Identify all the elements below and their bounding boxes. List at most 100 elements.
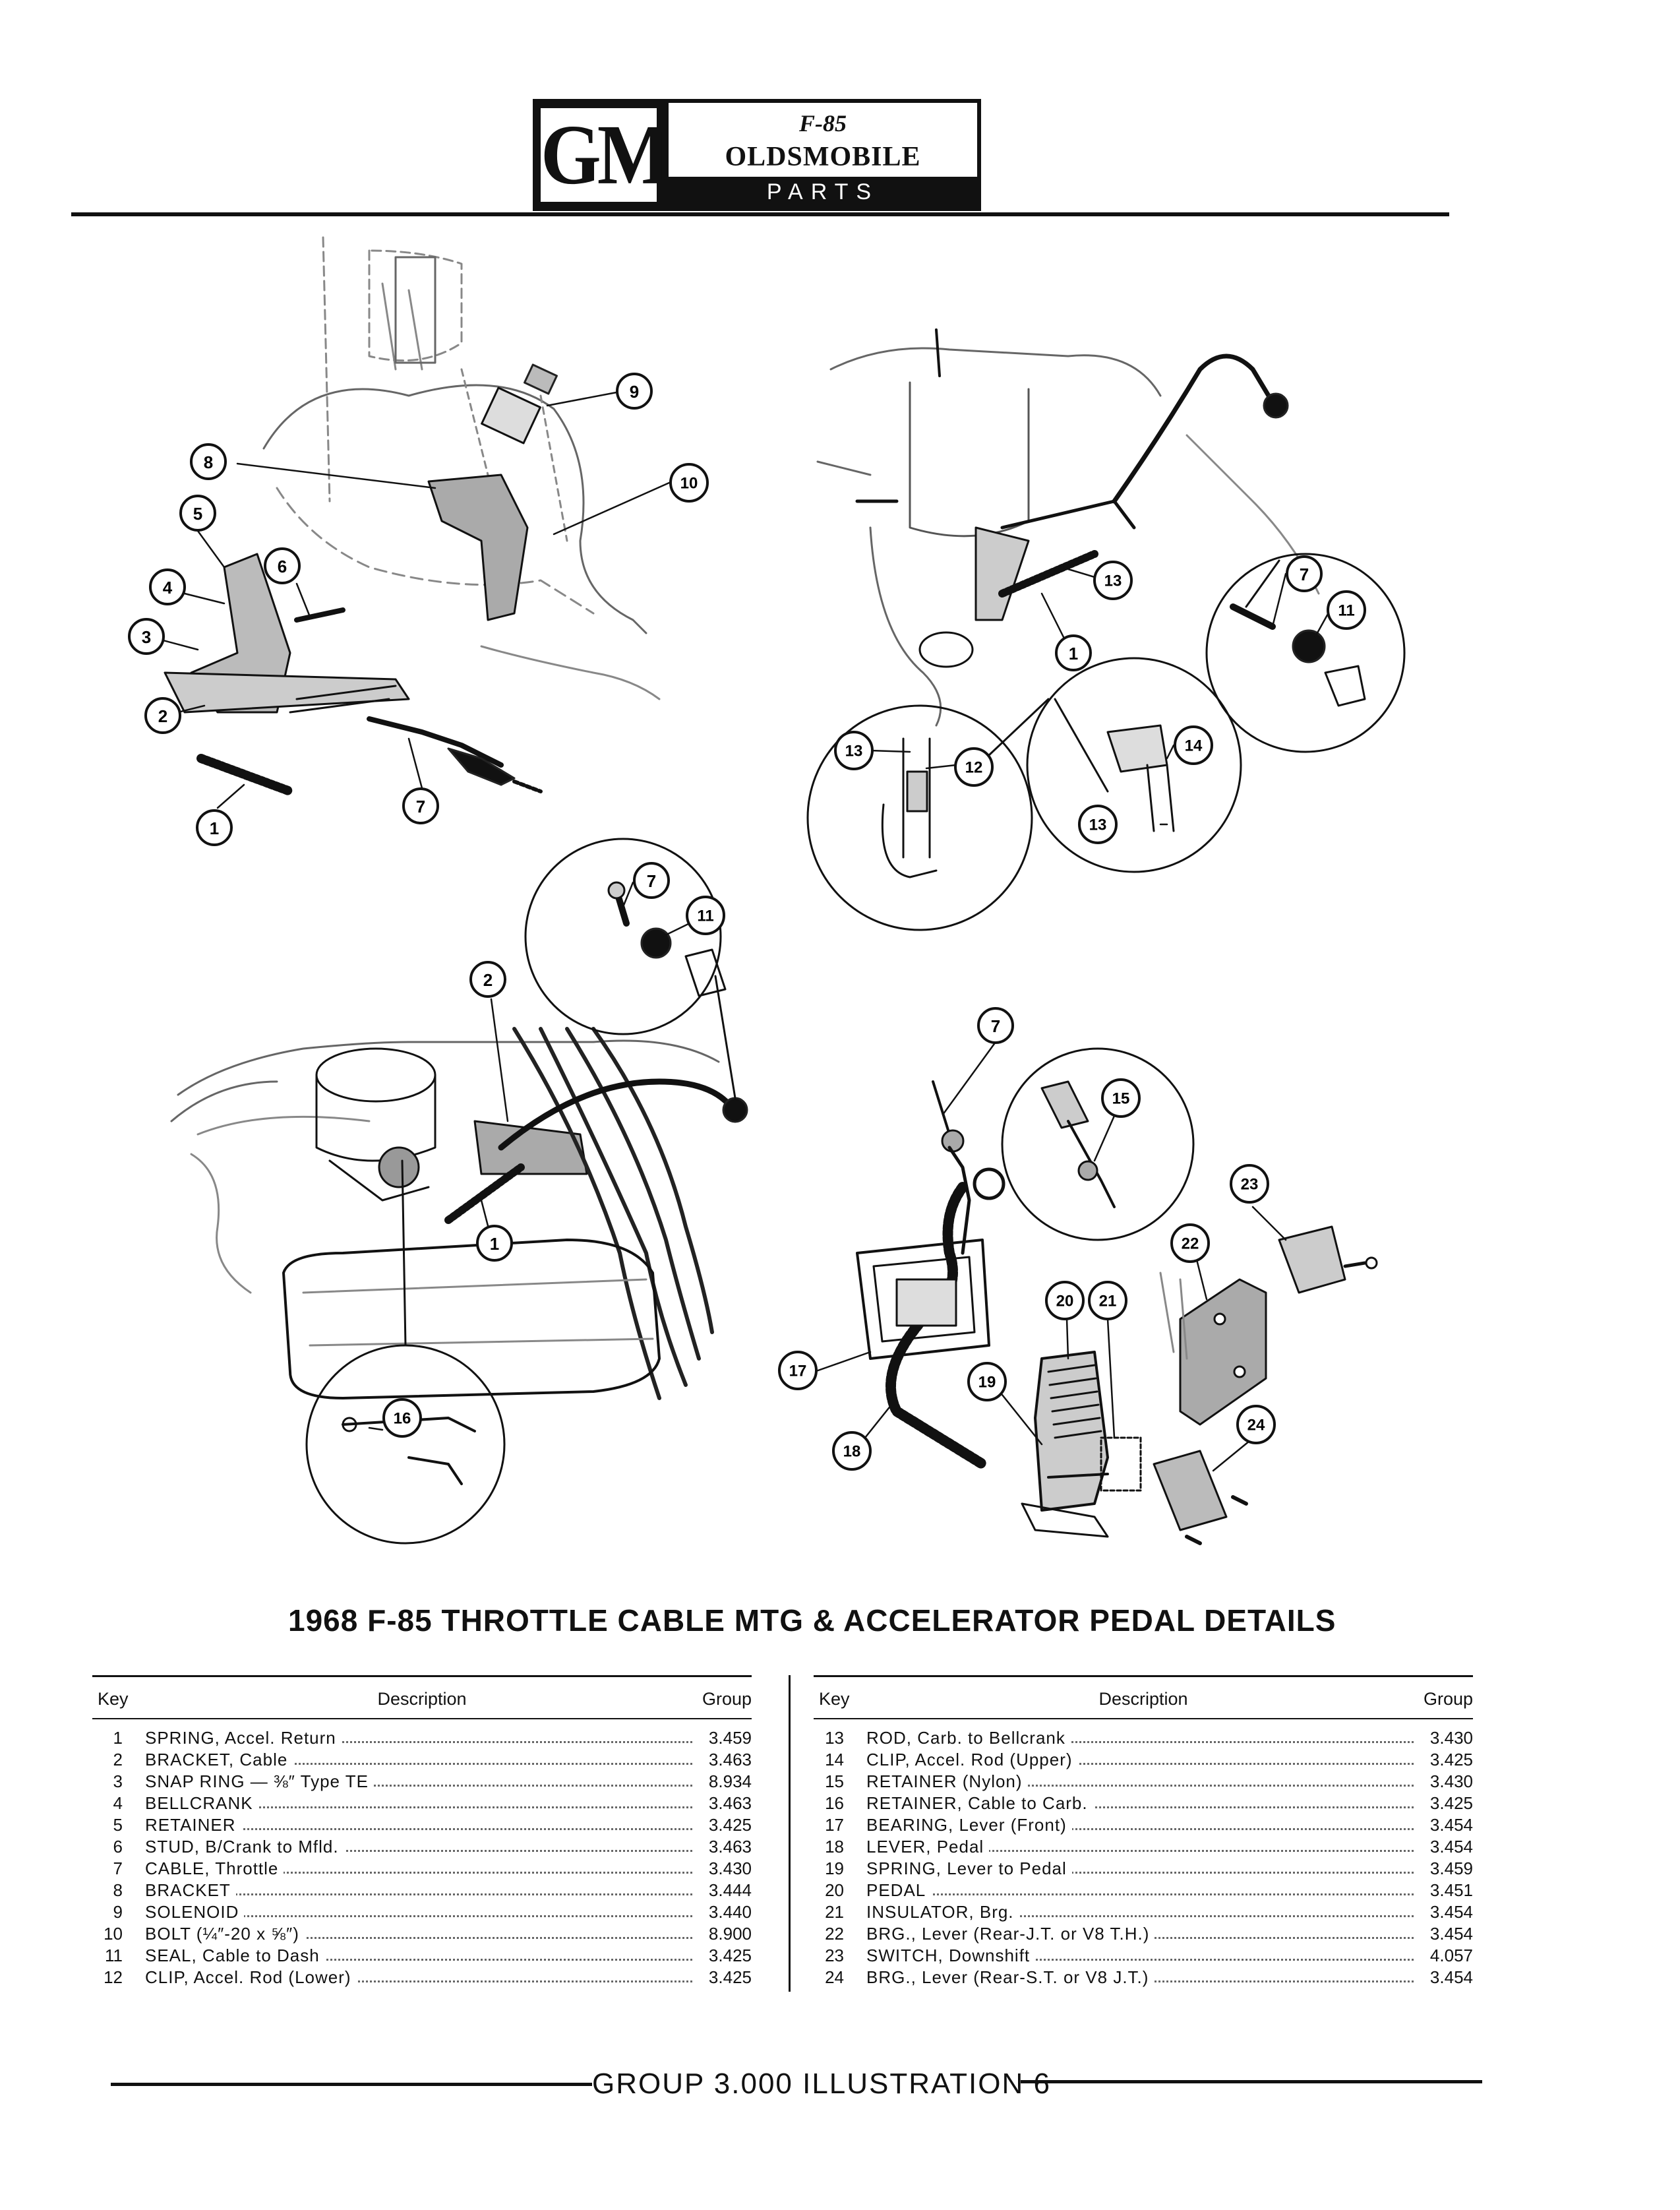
callout-13-top: 13 [1093,561,1133,600]
oldsmobile-badge: F-85 OLDSMOBILE PARTS CATALOGUE [665,99,981,235]
callout-11-top: 11 [1327,590,1366,630]
callout-label: 7 [991,1016,1000,1036]
detail-circle-clip-upper [1026,657,1242,873]
callout-9: 9 [616,373,653,410]
callout-17: 17 [778,1351,818,1390]
catalogue-label: PARTS CATALOGUE [669,177,977,235]
callout-13-inset-a: 13 [834,731,874,770]
callout-1-top-right: 1 [1055,634,1092,671]
callout-label: 11 [697,907,713,925]
table-header: Key Description Group [92,1677,752,1718]
column-header-group: Group [702,1689,752,1709]
footer-rule-left [111,2083,592,2086]
callout-label: 9 [630,382,639,402]
column-header-key: Key [98,1689,129,1709]
callout-label: 19 [978,1374,996,1392]
callout-label: 22 [1182,1235,1199,1253]
callout-8: 8 [190,443,227,480]
callout-label: 4 [163,578,173,598]
callout-15: 15 [1101,1078,1141,1118]
callout-label: 18 [843,1443,861,1461]
v8-engine-sketch [170,1027,748,1400]
detail-circle-retainer [305,1344,506,1545]
callout-label: 13 [1089,816,1107,834]
callout-2: 2 [144,697,181,734]
callout-label: 5 [193,504,202,524]
callout-5: 5 [179,495,216,532]
callout-6: 6 [264,547,301,584]
callout-label: 1 [1069,644,1078,663]
model-name: F-85 [799,110,847,137]
detail-circle-seal [1205,553,1406,753]
callout-7-seal-top: 7 [1286,555,1323,592]
callout-7-seal-middle: 7 [633,862,670,899]
callout-label: 2 [483,970,493,990]
callout-24: 24 [1236,1405,1276,1444]
callout-18: 18 [832,1431,872,1471]
accelerator-pedal-sketch [856,1080,1378,1545]
callout-label: 16 [394,1410,411,1428]
callout-3: 3 [128,618,165,655]
callout-label: 23 [1241,1176,1259,1194]
detail-circle-clip-lower [806,704,1033,931]
gm-logo: GM [533,99,671,211]
callout-12: 12 [954,747,994,787]
callout-2-middle: 2 [469,961,506,998]
callout-7-pedal: 7 [977,1007,1014,1044]
callout-14: 14 [1174,725,1213,765]
callout-label: 13 [845,743,863,760]
callout-label: 17 [789,1363,807,1380]
callout-label: 12 [965,759,983,777]
column-header-group: Group [1423,1689,1473,1709]
callout-23: 23 [1230,1164,1269,1204]
page-footer: GROUP 3.000 ILLUSTRATION 6 [111,2064,1482,2104]
callout-16: 16 [382,1398,422,1438]
callout-label: 7 [647,871,656,891]
callout-label: 24 [1247,1417,1265,1434]
catalogue-logo: GM F-85 OLDSMOBILE PARTS CATALOGUE [533,99,981,235]
callout-label: 1 [490,1234,499,1254]
callout-10: 10 [669,463,709,503]
callout-label: 8 [204,452,213,472]
callout-1-middle: 1 [476,1225,513,1262]
callout-label: 2 [158,706,167,726]
callout-label: 3 [142,627,151,647]
callout-13-inset-b: 13 [1078,805,1118,844]
brand-name: OLDSMOBILE [725,142,921,172]
detail-circle-seal-middle [524,838,722,1035]
callout-label: 21 [1099,1293,1117,1310]
callout-label: 1 [210,818,219,838]
column-header-key: Key [819,1689,850,1709]
callout-label: 11 [1338,602,1354,620]
header-rule [71,212,1449,216]
column-header-description: Description [377,1689,467,1709]
callout-label: 6 [278,557,287,576]
column-divider [789,1675,791,1992]
callout-label: 10 [680,475,698,493]
callout-11-middle: 11 [686,896,725,935]
callout-21: 21 [1088,1281,1127,1320]
exploded-parts-illustration: 1 2 3 4 5 6 7 8 9 10 13 1 7 11 13 12 14 … [128,236,1406,1545]
carburetor-sketch-top-left [164,236,661,796]
callout-label: 20 [1056,1293,1074,1310]
callout-19: 19 [967,1362,1007,1401]
